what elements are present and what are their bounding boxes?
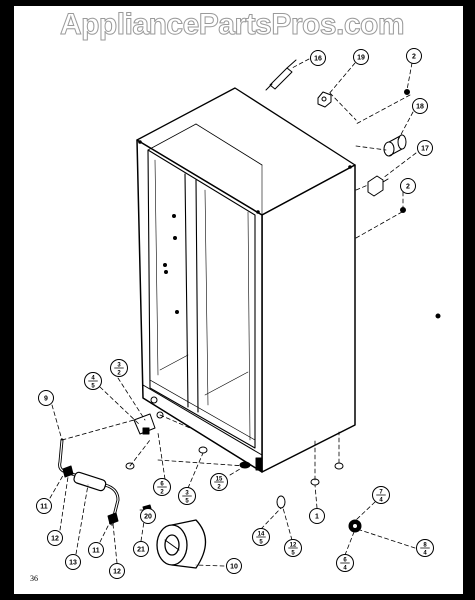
fraction-top: 14 <box>258 532 265 538</box>
fraction-callout-f125: 125 <box>284 539 302 557</box>
fraction-bottom: 2 <box>160 490 164 496</box>
fraction-callout-f35: 35 <box>178 487 196 505</box>
leader-lines <box>49 58 417 567</box>
callout-label: 11 <box>40 504 48 511</box>
callout-c11a: 11 <box>36 498 52 514</box>
fraction-bottom: 4 <box>379 498 383 504</box>
callout-label: 21 <box>137 547 145 554</box>
fraction-top: 3 <box>117 363 121 369</box>
fraction-bottom: 2 <box>217 485 221 491</box>
fraction-bottom: 5 <box>291 551 295 557</box>
fraction-callout-f74: 74 <box>372 486 390 504</box>
fraction-top: 4 <box>91 376 95 382</box>
callout-label: 10 <box>230 564 238 571</box>
fraction-bottom: 2 <box>117 371 121 377</box>
leveling-feet <box>125 446 344 509</box>
fraction-top: 6 <box>343 558 347 564</box>
callout-label: 11 <box>92 548 100 555</box>
callout-c21: 21 <box>133 541 149 557</box>
fraction-callout-f145: 145 <box>252 528 270 546</box>
callout-c11b: 11 <box>88 542 104 558</box>
fraction-top: 7 <box>379 490 383 496</box>
fraction-callout-f45: 45 <box>84 372 102 390</box>
callout-c9: 9 <box>38 390 54 406</box>
callout-label: 18 <box>416 104 424 111</box>
fraction-callout-f32: 32 <box>110 359 128 377</box>
callout-c20: 20 <box>140 508 156 524</box>
callout-label: 19 <box>357 55 365 62</box>
callout-c10: 10 <box>226 558 242 574</box>
end-cap <box>348 519 362 533</box>
fraction-top: 8 <box>423 543 427 549</box>
roller-cup <box>156 519 207 569</box>
callout-c16: 16 <box>310 50 326 66</box>
fraction-bottom: 4 <box>343 566 347 572</box>
fraction-callout-f84: 84 <box>416 539 434 557</box>
callout-label: 16 <box>314 56 322 63</box>
fraction-top: 6 <box>160 482 164 488</box>
fraction-bottom: 5 <box>185 499 189 505</box>
fraction-bottom: 5 <box>259 540 263 546</box>
callout-c12a: 12 <box>47 530 63 546</box>
callout-c1: 1 <box>309 508 325 524</box>
fraction-bottom: 5 <box>91 384 95 390</box>
callout-label: 20 <box>144 514 152 521</box>
page-number: 36 <box>30 574 38 583</box>
fraction-callout-f64: 64 <box>336 554 354 572</box>
fraction-callout-f152: 152 <box>210 473 228 491</box>
watermark-text: AppliancePartsPros.com <box>59 8 405 42</box>
callout-c17: 17 <box>417 140 433 156</box>
top-hardware <box>265 59 410 213</box>
callout-c18: 18 <box>412 98 428 114</box>
callout-label: 2 <box>412 54 416 61</box>
callout-c2a: 2 <box>406 48 422 64</box>
callout-label: 12 <box>51 536 59 543</box>
fraction-top: 15 <box>216 477 223 483</box>
callout-c2b: 2 <box>400 178 416 194</box>
callout-c12b: 12 <box>109 563 125 579</box>
water-line-assembly <box>58 396 164 526</box>
callout-label: 2 <box>406 184 410 191</box>
fraction-bottom: 4 <box>423 551 427 557</box>
fraction-callout-f62: 62 <box>153 478 171 496</box>
callout-label: 9 <box>44 396 48 403</box>
callout-label: 17 <box>421 146 429 153</box>
callout-label: 13 <box>69 560 77 567</box>
fraction-top: 3 <box>185 491 189 497</box>
cabinet-shell <box>136 87 441 473</box>
fraction-top: 12 <box>290 543 297 549</box>
callout-c19: 19 <box>353 49 369 65</box>
callout-c13: 13 <box>65 554 81 570</box>
callout-label: 1 <box>315 514 319 521</box>
callout-label: 12 <box>113 569 121 576</box>
